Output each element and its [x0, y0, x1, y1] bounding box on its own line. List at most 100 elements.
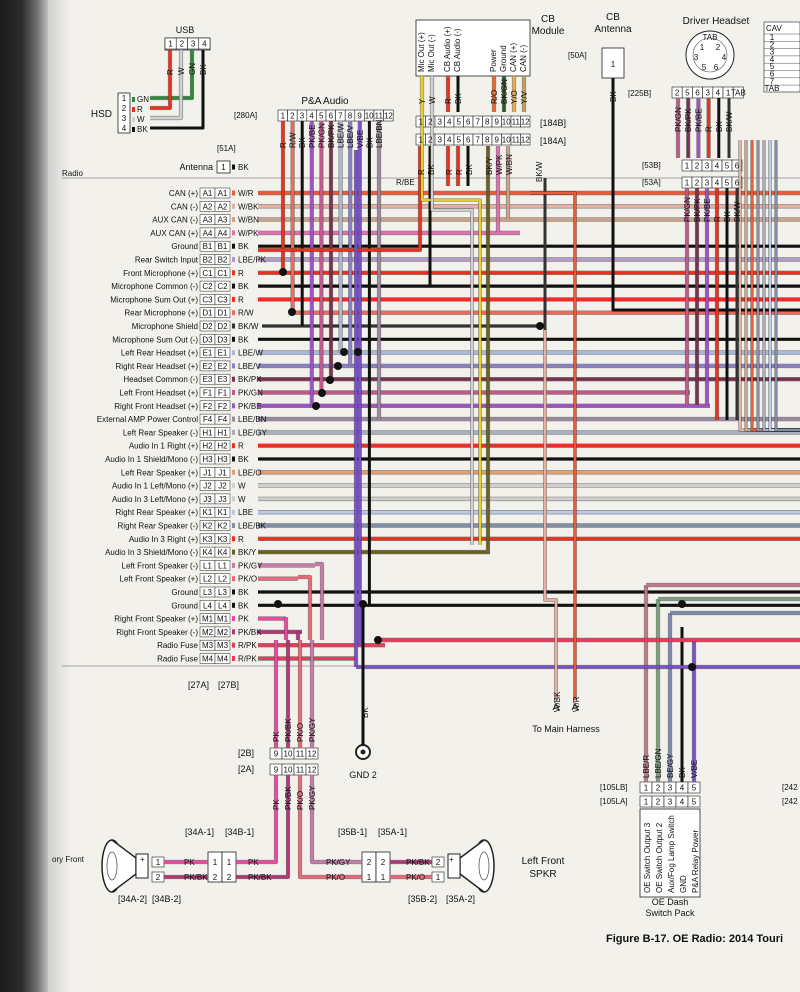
harness-pin-cell — [214, 334, 231, 345]
book-spine-gradient — [48, 0, 70, 992]
radio-pin-id: M1 — [202, 615, 214, 624]
pa-audio-pin-number: 10 — [365, 112, 374, 121]
dash-switch-label: OE Switch Output 3 — [643, 822, 652, 893]
radio-pin-id: C3 — [202, 295, 213, 304]
dash-wire-code: V/BE — [690, 760, 699, 778]
harness-pin-id: D1 — [217, 309, 228, 318]
radio-pin-name: CAN (-) — [171, 202, 198, 211]
cb-top-pin-number: 5 — [457, 118, 462, 127]
wire-code: PK — [238, 615, 249, 624]
radio-pin-name: CAN (+) — [169, 189, 198, 198]
conn-53a-pin-number: 6 — [735, 179, 740, 188]
wire-code: PK/BE — [238, 402, 262, 411]
cb-wire-top-code: R — [444, 98, 453, 104]
cb-antenna-title2: Antenna — [594, 24, 632, 35]
speaker-right-conn-b: [35B-1] — [338, 827, 367, 837]
harness-pin-cell — [214, 347, 231, 358]
radio-pin-name: Right Front Speaker (+) — [114, 615, 198, 624]
hsd-connector — [117, 92, 131, 134]
cb-label: CB Audio (+) — [443, 26, 452, 72]
radio-pin-name: Microphone Common (-) — [111, 282, 198, 291]
pa-audio-wire-code: R — [279, 142, 288, 148]
speaker-right-pin: 1 — [436, 873, 441, 882]
pa-audio-wire-code: BK — [365, 137, 374, 148]
cb-wire-top-code: Y/O — [510, 90, 519, 104]
radio-pin-name: Radio Fuse — [157, 655, 198, 664]
radio-pin-name: AUX CAN (+) — [150, 229, 198, 238]
conn-53a-pin-number: 4 — [715, 179, 720, 188]
radio-pin-id: B2 — [203, 256, 213, 265]
harness-pin-id: F2 — [218, 402, 228, 411]
radio-pin-id: E3 — [203, 375, 213, 384]
dash-switch-title2: Switch Pack — [645, 908, 695, 918]
pa-audio-pin-number: 9 — [357, 112, 362, 121]
wire-code: LBE/GY — [238, 428, 268, 437]
wire-code: R — [238, 269, 244, 278]
hsd-usb-gn — [150, 80, 194, 100]
harness-pin-cell — [214, 254, 231, 265]
radio-pin-name: Ground — [171, 588, 198, 597]
speaker-right-wire-in-code: PK/GY — [326, 858, 351, 867]
harness-pin-cell — [214, 307, 231, 318]
cb-module-body — [415, 19, 531, 77]
speaker-left-plug-b — [221, 851, 237, 883]
hsd-label: HSD — [91, 109, 112, 120]
wire-color-swatch — [232, 336, 235, 342]
speaker-left-inner — [106, 851, 118, 881]
radio-pin-name: Right Rear Headset (+) — [116, 362, 199, 371]
cb-mic-wire-y — [420, 112, 482, 545]
wire-color-swatch — [232, 203, 235, 209]
speaker-right-wire-3 — [310, 848, 362, 864]
driver-headset-tab: TAB — [703, 33, 718, 42]
pa-audio-pin-number: 11 — [375, 112, 384, 121]
radio-pin-name: Microphone Shield — [132, 322, 198, 331]
pa-audio-pin-number: 7 — [338, 112, 343, 121]
radio-pin-id: K4 — [203, 548, 213, 557]
antenna-label: Antenna — [179, 162, 213, 172]
cb-wire-top-code: Y — [418, 98, 427, 104]
speaker-left-plug-pin-b: 1 — [227, 858, 232, 867]
pa-audio-wire-code: V/BE — [356, 130, 365, 148]
speaker-right-conn-a: [35A-1] — [378, 827, 407, 837]
driver-headset-ring — [692, 37, 728, 73]
dash-bottom-pin-number: 5 — [692, 798, 697, 807]
cb-connector-top: [184B] — [540, 118, 566, 128]
radio-pin-name: Front Microphone (+) — [123, 269, 198, 278]
cb-mic-wire-w — [430, 112, 474, 545]
harness-pin-cell — [214, 294, 231, 305]
harness-pin-cell — [214, 480, 231, 491]
wire-code: LBE — [238, 508, 253, 517]
conn-53a-wire-code: BK/W — [733, 201, 742, 222]
wire-color-swatch — [232, 350, 235, 356]
wire-code: R — [238, 535, 244, 544]
conn-2a-wire-code: PK/O — [296, 791, 305, 810]
wire-color-swatch — [232, 283, 235, 289]
harness-pin-id: A3 — [218, 216, 228, 225]
cb-bottom-pin-number: 10 — [502, 136, 511, 145]
conn-53a-wire-code: BK — [723, 211, 732, 222]
radio-pin-id: E2 — [203, 362, 213, 371]
wire-code: LBE/V — [238, 362, 261, 371]
wire-code: W/R — [238, 189, 254, 198]
cb-antenna-connector: [50A] — [568, 51, 587, 60]
harness-pin-id: C2 — [217, 282, 228, 291]
conn-53b-pin-number: 2 — [695, 162, 700, 171]
conn-2b-pin-number: 11 — [296, 750, 305, 759]
wire-color-swatch — [232, 656, 235, 661]
driver-headset-title: Driver Headset — [683, 16, 750, 27]
wire-code: BK — [238, 455, 249, 464]
harness-pin-cell — [214, 600, 231, 611]
conn-2a-pin-number: 9 — [274, 766, 279, 775]
radio-pin-name: Left Rear Speaker (-) — [123, 428, 198, 437]
antenna-pin: 1 — [221, 163, 226, 172]
radio-pin-name: Headset Common (-) — [123, 375, 198, 384]
splice-f1 — [318, 389, 326, 397]
harness-pin-id: B2 — [218, 256, 228, 265]
speaker-left-plug-pin: 1 — [213, 858, 218, 867]
splice-f2 — [312, 402, 320, 410]
radio-pin-id: C1 — [202, 269, 213, 278]
cb-label: Ground — [499, 45, 508, 72]
conn-2a-pin-number: 12 — [308, 766, 317, 775]
radio-pin-id: J3 — [203, 495, 212, 504]
